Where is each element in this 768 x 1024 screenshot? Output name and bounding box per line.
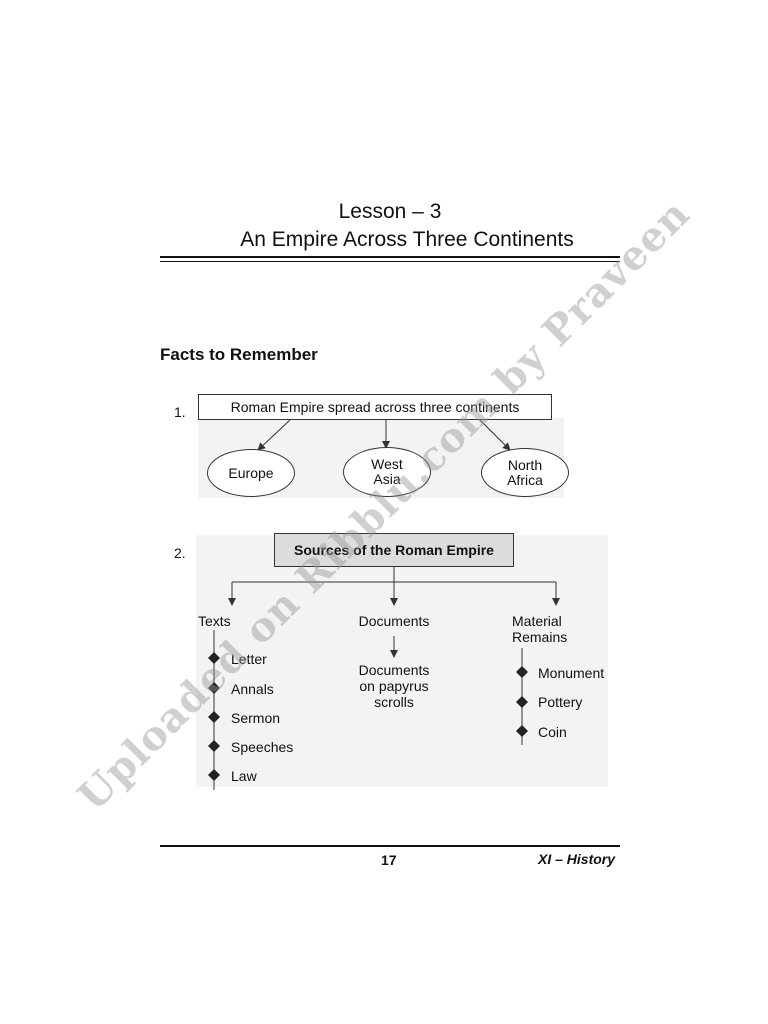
diamond-bullet [208, 740, 220, 752]
diamond-bullet [516, 666, 528, 678]
texts-label: Texts [198, 613, 231, 629]
diagram2-root-box: Sources of the Roman Empire [274, 533, 514, 567]
footer-subject: XI – History [538, 851, 616, 867]
diagram1-root-box: Roman Empire spread across three contine… [198, 394, 552, 420]
diagram1-root-label: Roman Empire spread across three contine… [230, 399, 520, 415]
diagram2-background [196, 535, 608, 787]
diagram1-number: 1. [174, 404, 186, 420]
header-rule-thick [160, 256, 620, 258]
lesson-number: Lesson – 3 [338, 200, 442, 223]
material-label: Material Remains [512, 613, 568, 645]
ellipse-north-africa: North Africa [481, 448, 569, 497]
diamond-bullet [208, 711, 220, 723]
diamond-bullet [516, 725, 528, 737]
texts-item: Law [231, 768, 257, 784]
diagram2-root-label: Sources of the Roman Empire [294, 542, 494, 558]
texts-item: Sermon [231, 710, 281, 726]
page-number: 17 [381, 852, 397, 868]
diagram2-number: 2. [174, 545, 186, 561]
documents-label: Documents [358, 613, 430, 629]
material-item: Coin [538, 724, 567, 740]
diamond-bullet [208, 682, 220, 694]
arrow-to-europe [257, 419, 291, 451]
label-north-africa: North Africa [507, 456, 543, 488]
diamond-bullet [516, 696, 528, 708]
ellipse-europe: Europe [207, 449, 295, 497]
label-europe: Europe [228, 464, 274, 481]
documents-child: Documents on papyrus scrolls [358, 662, 430, 710]
label-west-asia: West Asia [371, 456, 403, 487]
texts-item: Annals [231, 681, 274, 697]
material-item: Monument [538, 665, 605, 681]
arrow-to-north-africa [479, 419, 511, 451]
header-rule-thin [160, 261, 620, 262]
texts-item: Letter [231, 651, 267, 667]
ellipse-west-asia: West Asia [343, 447, 431, 497]
footer-rule [160, 845, 620, 847]
texts-item: Speeches [231, 739, 294, 755]
lesson-title: An Empire Across Three Continents [240, 228, 574, 251]
diamond-bullet [208, 769, 220, 781]
material-bullets [516, 666, 528, 737]
material-item: Pottery [538, 694, 583, 710]
diamond-bullet [208, 652, 220, 664]
section-heading: Facts to Remember [160, 345, 318, 364]
texts-bullets [208, 652, 220, 781]
